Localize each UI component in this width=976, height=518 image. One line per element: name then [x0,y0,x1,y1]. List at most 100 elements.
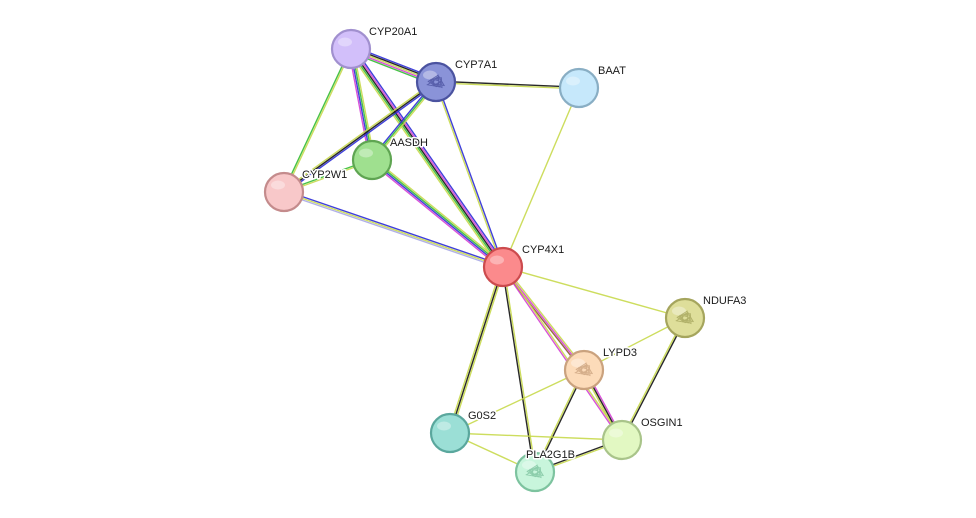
node-label: CYP2W1 [302,169,347,181]
edge-cyp2w1-cyp4x1 [283,189,504,270]
edge-strand [449,432,623,441]
node-label: CYP7A1 [455,59,497,71]
edge-strand [501,267,622,441]
edge-cyp20a1-cyp4x1 [347,46,507,270]
edge-strand [347,50,501,270]
edge-lypd3-g0s2 [449,369,585,434]
edge-strand [283,192,503,270]
edge-strand [373,157,505,266]
node-label-halo: CYP2W1 [302,169,347,181]
node-label-halo: CYP20A1 [369,26,417,38]
edge-ndufa3-osgin1 [620,317,687,441]
node-highlight [609,428,623,438]
edge-strand [501,267,535,473]
node-circle[interactable] [514,451,556,493]
edge-cyp7a1-baat [435,80,580,90]
edge-strand [371,160,503,269]
edge-g0s2-osgin1 [449,432,623,441]
edge-strand [282,48,351,192]
node-highlight [437,421,451,431]
edge-strand [283,81,437,193]
node-label-halo: PLA2G1B [526,449,575,461]
edge-strand [502,87,580,268]
edge-strand [450,267,506,434]
node-circle[interactable] [601,419,643,461]
edge-strand [434,82,503,268]
edge-baat-cyp4x1 [502,87,580,268]
node-circle[interactable] [482,246,524,288]
edge-strand [435,82,579,90]
node-label: NDUFA3 [703,295,746,307]
edge-strand [351,47,505,267]
node-label-halo: G0S2 [468,410,496,422]
edge-cyp4x1-osgin1 [501,266,624,441]
protein-structure-icon [426,74,446,89]
edge-strand [620,317,685,440]
edge-strand [284,189,504,267]
edge-strand [436,80,580,88]
node-label: PLA2G1B [526,449,575,461]
node-label-halo: NDUFA3 [703,295,746,307]
edge-cyp7a1-cyp4x1 [434,81,505,268]
node-circle[interactable] [563,349,605,391]
node-highlight [566,76,580,86]
node-label: CYP4X1 [522,244,564,256]
node-label: OSGIN1 [641,417,683,429]
edge-strand [370,161,502,270]
node-circle[interactable] [664,297,706,339]
node-circle[interactable] [429,412,471,454]
edge-strand [349,49,503,269]
node-highlight [571,358,585,368]
node-label: BAAT [598,65,626,77]
node-circle[interactable] [330,28,372,70]
edge-cyp4x1-ndufa3 [502,266,686,319]
edge-strand [350,48,504,268]
edge-layer [282,45,687,474]
node-highlight [672,306,686,316]
edge-strand [436,81,505,267]
node-highlight [359,148,373,158]
node-label-halo: CYP4X1 [522,244,564,256]
protein-structure-icon [574,362,594,377]
node-highlight [271,180,285,190]
edge-strand [449,266,504,434]
protein-structure-icon [525,464,545,479]
edge-strand [282,80,436,192]
node-label-halo: CYP7A1 [455,59,497,71]
node-circle[interactable] [415,61,457,103]
node-circle[interactable] [558,67,600,109]
edge-cyp20a1-cyp2w1 [282,48,353,193]
edge-strand [449,369,585,434]
edge-aasdh-cyp4x1 [370,157,505,270]
edge-strand [622,318,687,441]
node-circle[interactable] [263,171,305,213]
node-label: CYP20A1 [369,26,417,38]
edge-strand [372,158,504,267]
protein-structure-icon [675,310,695,325]
edge-strand [284,82,438,194]
node-label-halo: BAAT [598,65,626,77]
node-label: G0S2 [468,410,496,422]
node-highlight [338,37,352,47]
edge-cyp4x1-pla2g1b [501,266,537,473]
edge-strand [353,46,507,266]
edge-strand [502,266,686,319]
node-highlight [522,460,536,470]
node-label-halo: AASDH [390,137,428,149]
node-circle[interactable] [351,139,393,181]
edge-cyp7a1-cyp2w1 [282,80,438,194]
edge-strand [283,191,504,268]
